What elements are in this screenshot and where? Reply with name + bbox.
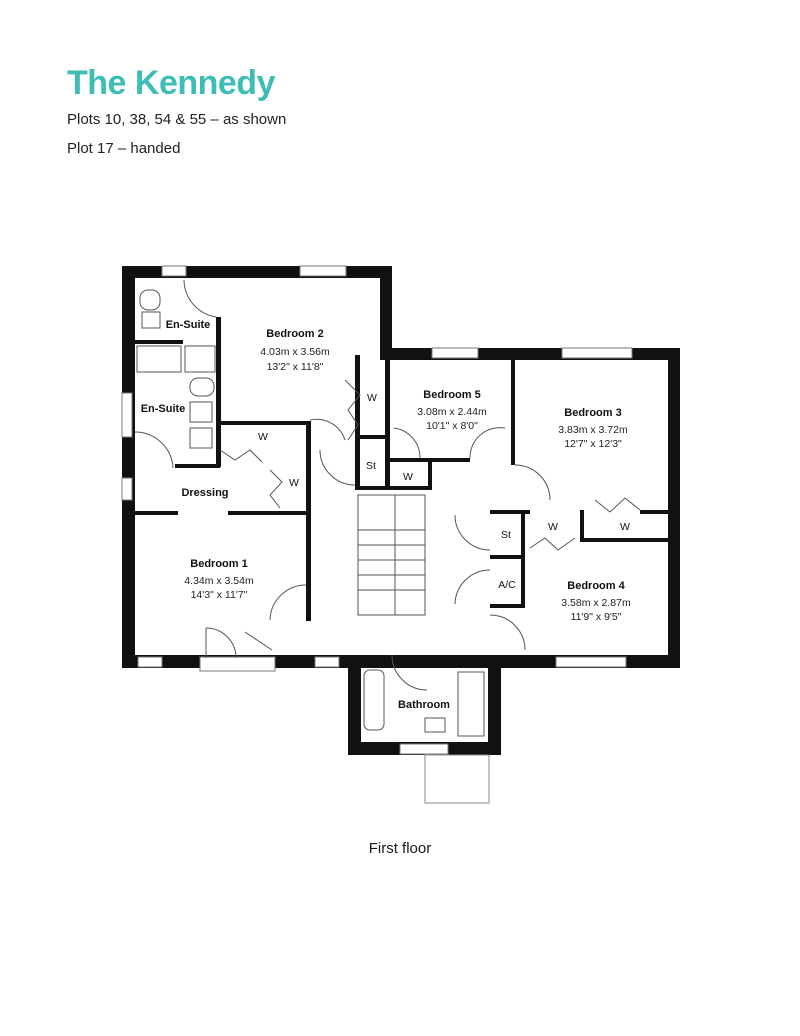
room-metric-bedroom-4: 3.58m x 2.87m [561,597,631,609]
wardrobe-label: W [258,431,268,443]
room-metric-bedroom-5: 3.08m x 2.44m [417,406,487,418]
plots-handed: Plot 17 – handed [67,140,181,157]
wardrobe-label: W [367,392,377,404]
room-name-ensuite-2: En-Suite [141,403,186,415]
store-label: St [366,460,376,472]
floor-caption: First floor [368,840,432,857]
room-imperial-bedroom-1: 14'3" x 11'7" [191,589,248,601]
wardrobe-label: W [620,521,630,533]
plots-as-shown: Plots 10, 38, 54 & 55 – as shown [67,111,287,128]
wardrobe-label: W [289,477,299,489]
room-metric-bedroom-2: 4.03m x 3.56m [260,346,330,358]
room-name-bathroom: Bathroom [398,699,450,711]
wardrobe-label: W [548,521,558,533]
walls [122,266,680,755]
windows [121,265,633,755]
room-name-bedroom-5: Bedroom 5 [423,389,480,401]
room-imperial-bedroom-3: 12'7" x 12'3" [564,438,622,450]
plan-title: The Kennedy [67,64,275,102]
room-metric-bedroom-1: 4.34m x 3.54m [184,575,254,587]
room-imperial-bedroom-4: 11'9" x 9'5" [571,611,622,623]
room-imperial-bedroom-5: 10'1" x 8'0" [426,420,478,432]
room-name-bedroom-3: Bedroom 3 [564,407,621,419]
room-name-bedroom-1: Bedroom 1 [190,558,247,570]
room-name-dressing: Dressing [181,487,228,499]
room-name-ensuite-1: En-Suite [166,319,211,331]
store-label: St [501,529,511,541]
room-name-bedroom-4: Bedroom 4 [567,580,625,592]
airing-cupboard-label: A/C [498,579,516,591]
doors-and-fixtures [134,279,641,804]
room-imperial-bedroom-2: 13'2" x 11'8" [267,361,324,373]
wardrobe-label: W [403,471,413,483]
room-name-bedroom-2: Bedroom 2 [266,328,323,340]
room-metric-bedroom-3: 3.83m x 3.72m [558,424,628,436]
